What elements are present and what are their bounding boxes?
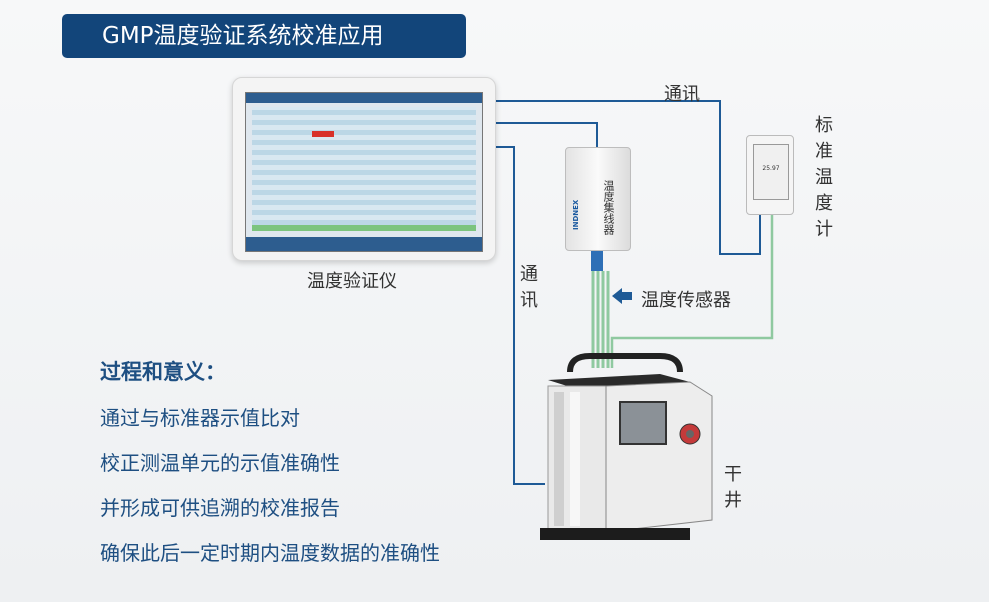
hub-connector — [591, 249, 603, 271]
sensor-label: 温度传感器 — [641, 290, 731, 311]
process-line: 校正测温单元的示值准确性 — [100, 451, 340, 475]
reference-label: 标 准 温 度 计 — [815, 115, 833, 240]
process-line: 确保此后一定时期内温度数据的准确性 — [100, 541, 440, 565]
comm-wire-drywell — [494, 146, 545, 485]
instrument-screen — [245, 92, 483, 252]
hub-label: 温度集线器 — [602, 180, 615, 235]
reference-thermometer: 25.97 — [746, 135, 794, 215]
thermometer-reading: 25.97 — [762, 165, 780, 172]
page-title: GMP温度验证系统校准应用 — [62, 14, 466, 58]
comm-label-top: 通讯 — [664, 84, 700, 105]
instrument-label: 温度验证仪 — [307, 271, 397, 292]
sensor-arrow-icon — [612, 288, 632, 304]
dry-well-device — [540, 353, 713, 540]
validation-instrument — [232, 77, 496, 261]
process-description: 过程和意义： 通过与标准器示值比对 校正测温单元的示值准确性 并形成可供追溯的校… — [100, 356, 440, 576]
process-line: 并形成可供追溯的校准报告 — [100, 496, 340, 520]
process-line: 通过与标准器示值比对 — [100, 406, 300, 430]
comm-label-left: 通 讯 — [520, 264, 538, 311]
temperature-hub: INDNEX 温度集线器 — [565, 147, 631, 251]
comm-wire-hub — [494, 122, 598, 147]
drywell-label: 干 井 — [724, 464, 742, 511]
hub-brand-logo: INDNEX — [572, 199, 580, 230]
process-heading: 过程和意义： — [100, 360, 226, 384]
comm-wire-thermometer — [494, 100, 761, 255]
data-table-graphic — [252, 107, 476, 225]
